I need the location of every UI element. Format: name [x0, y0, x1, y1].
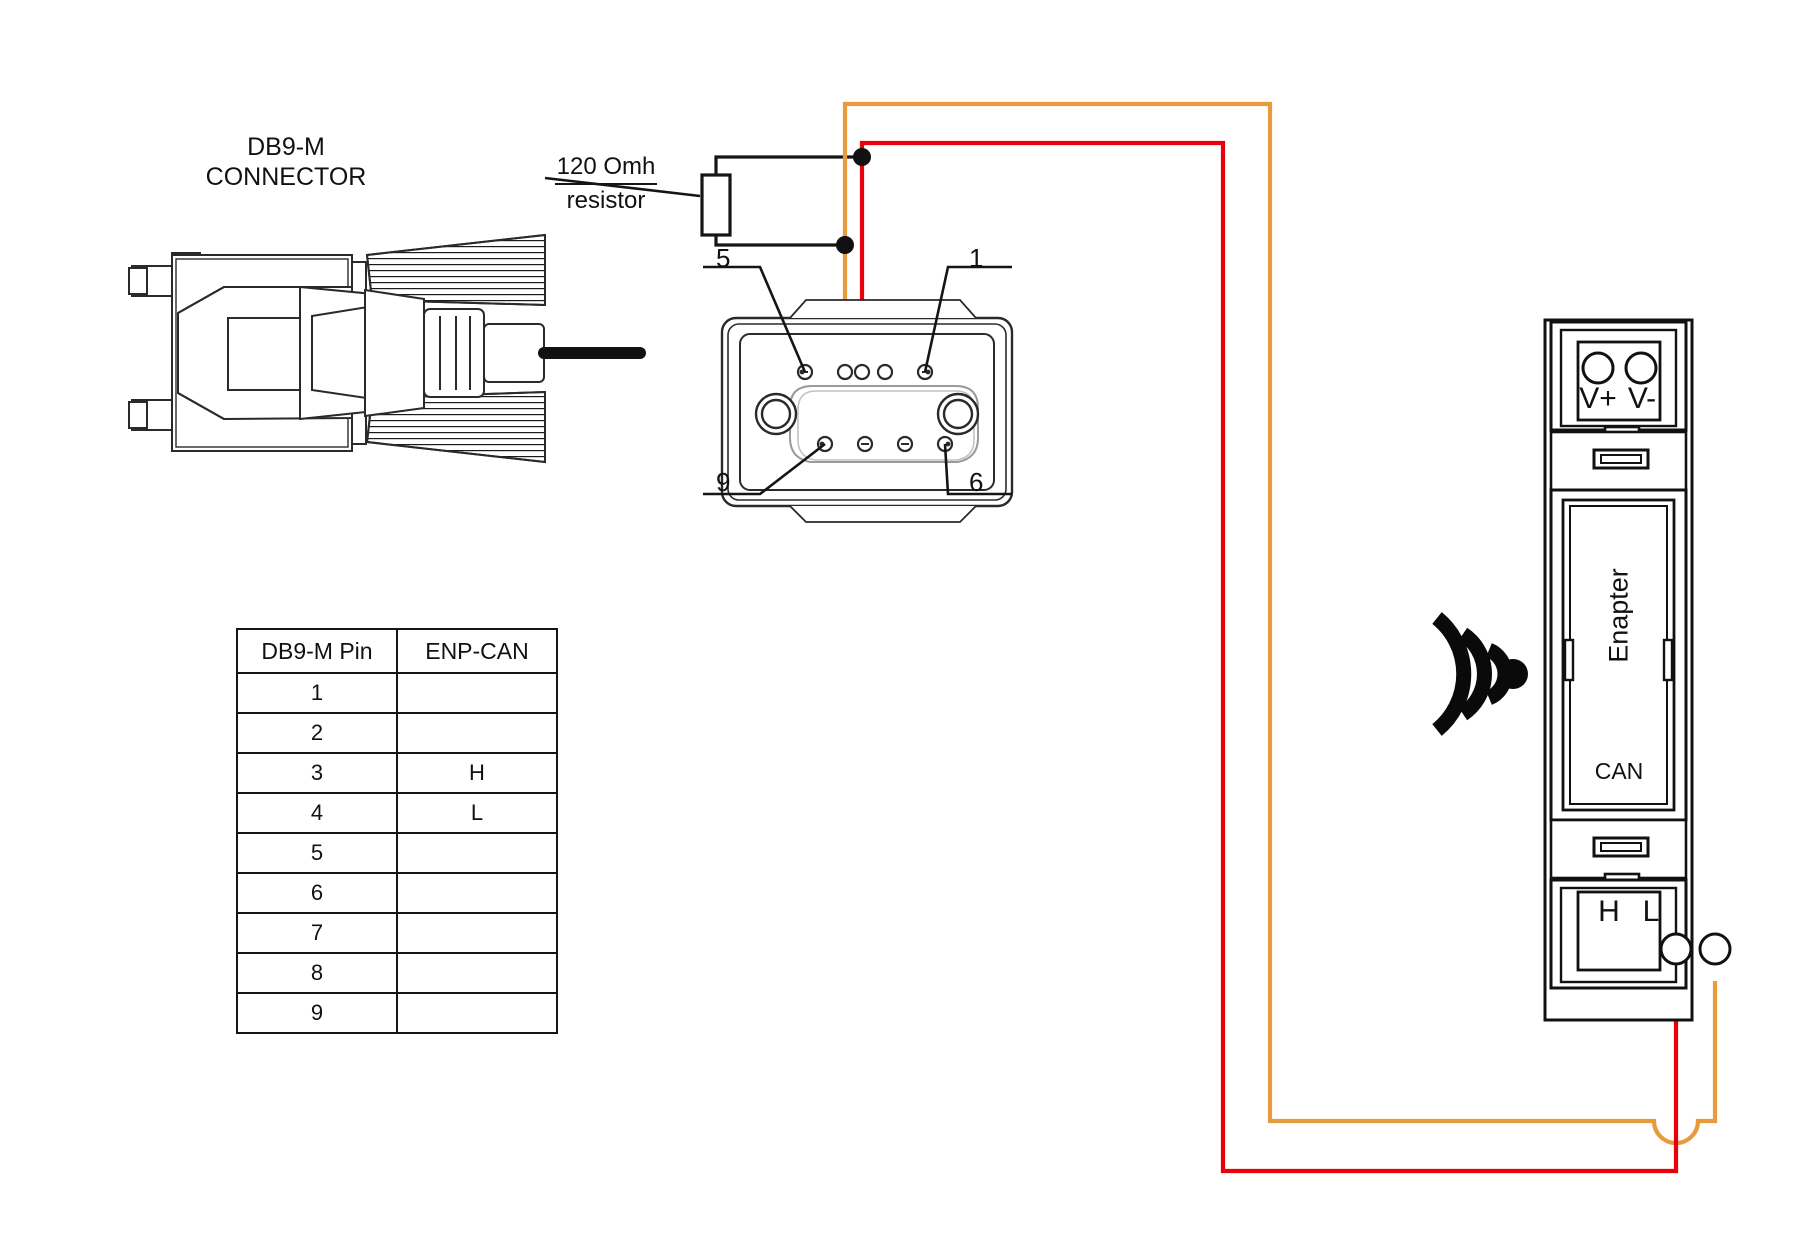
- cell-enp-can: [396, 672, 558, 714]
- resistor-annotation: 120 Omh resistor: [523, 152, 689, 216]
- cell-enp-can: [396, 872, 558, 914]
- table-row: 6: [236, 872, 558, 914]
- cell-db9-pin: 8: [236, 952, 398, 994]
- cell-db9-pin: 9: [236, 992, 398, 1034]
- cell-enp-can: [396, 832, 558, 874]
- db9-pin-row-top: [796, 363, 934, 381]
- terminal-label-can-h: H: [1598, 895, 1620, 928]
- db9m-connector-caption: DB9-M CONNECTOR: [188, 132, 384, 192]
- cell-db9-pin: 3: [236, 752, 398, 794]
- db9m-connector-illustration: [128, 233, 646, 464]
- db9-callout-pin-9: 9: [716, 467, 731, 497]
- enapter-can-port-label: CAN: [1594, 758, 1644, 784]
- table-header-row: DB9-M Pin ENP-CAN: [236, 628, 558, 674]
- cell-enp-can: [396, 912, 558, 954]
- junction-dot-can-high: [853, 148, 871, 166]
- cell-db9-pin: 6: [236, 872, 398, 914]
- wifi-icon: [1432, 612, 1528, 736]
- junction-dot-can-low: [836, 236, 854, 254]
- db9-pin-row-bottom: [816, 435, 954, 453]
- db9m-caption-line1: DB9-M: [247, 133, 325, 161]
- enapter-device-illustration: [1543, 318, 1732, 1022]
- table-row: 7: [236, 912, 558, 954]
- table-row: 8: [236, 952, 558, 994]
- wire-can-high-red: [859, 140, 1679, 1174]
- resistor-type-label: resistor: [566, 187, 646, 214]
- db9-pin-callout-leaders: [703, 265, 1012, 496]
- wire-can-low-orange: [842, 101, 1718, 1146]
- cell-db9-pin: 4: [236, 792, 398, 834]
- terminal-label-v-plus: V+: [1579, 382, 1617, 415]
- table-row: 9: [236, 992, 558, 1034]
- cell-enp-can: H: [396, 752, 558, 794]
- cell-enp-can: [396, 952, 558, 994]
- db9-callout-pin-5: 5: [716, 243, 731, 273]
- cell-db9-pin: 5: [236, 832, 398, 874]
- table-row: 1: [236, 672, 558, 714]
- db9-callout-pin-1: 1: [969, 243, 984, 273]
- db9-callout-pin-6: 6: [969, 467, 984, 497]
- table-header-enp-can: ENP-CAN: [396, 628, 558, 674]
- enapter-brand-label: Enapter: [1603, 568, 1634, 663]
- cell-enp-can: [396, 712, 558, 754]
- db9m-caption-line2: CONNECTOR: [205, 163, 367, 191]
- cell-db9-pin: 1: [236, 672, 398, 714]
- cell-db9-pin: 2: [236, 712, 398, 754]
- cell-enp-can: [396, 992, 558, 1034]
- table-row: 5: [236, 832, 558, 874]
- db9m-pinout-face: [703, 265, 1014, 523]
- termination-resistor-network: [544, 155, 862, 247]
- terminal-label-v-minus: V-: [1627, 382, 1657, 415]
- terminal-label-can-l: L: [1642, 895, 1660, 928]
- resistor-value-label: 120 Omh: [554, 152, 658, 185]
- table-header-db9-pin: DB9-M Pin: [236, 628, 398, 674]
- cell-enp-can: L: [396, 792, 558, 834]
- cell-db9-pin: 7: [236, 912, 398, 954]
- table-row: 2: [236, 712, 558, 754]
